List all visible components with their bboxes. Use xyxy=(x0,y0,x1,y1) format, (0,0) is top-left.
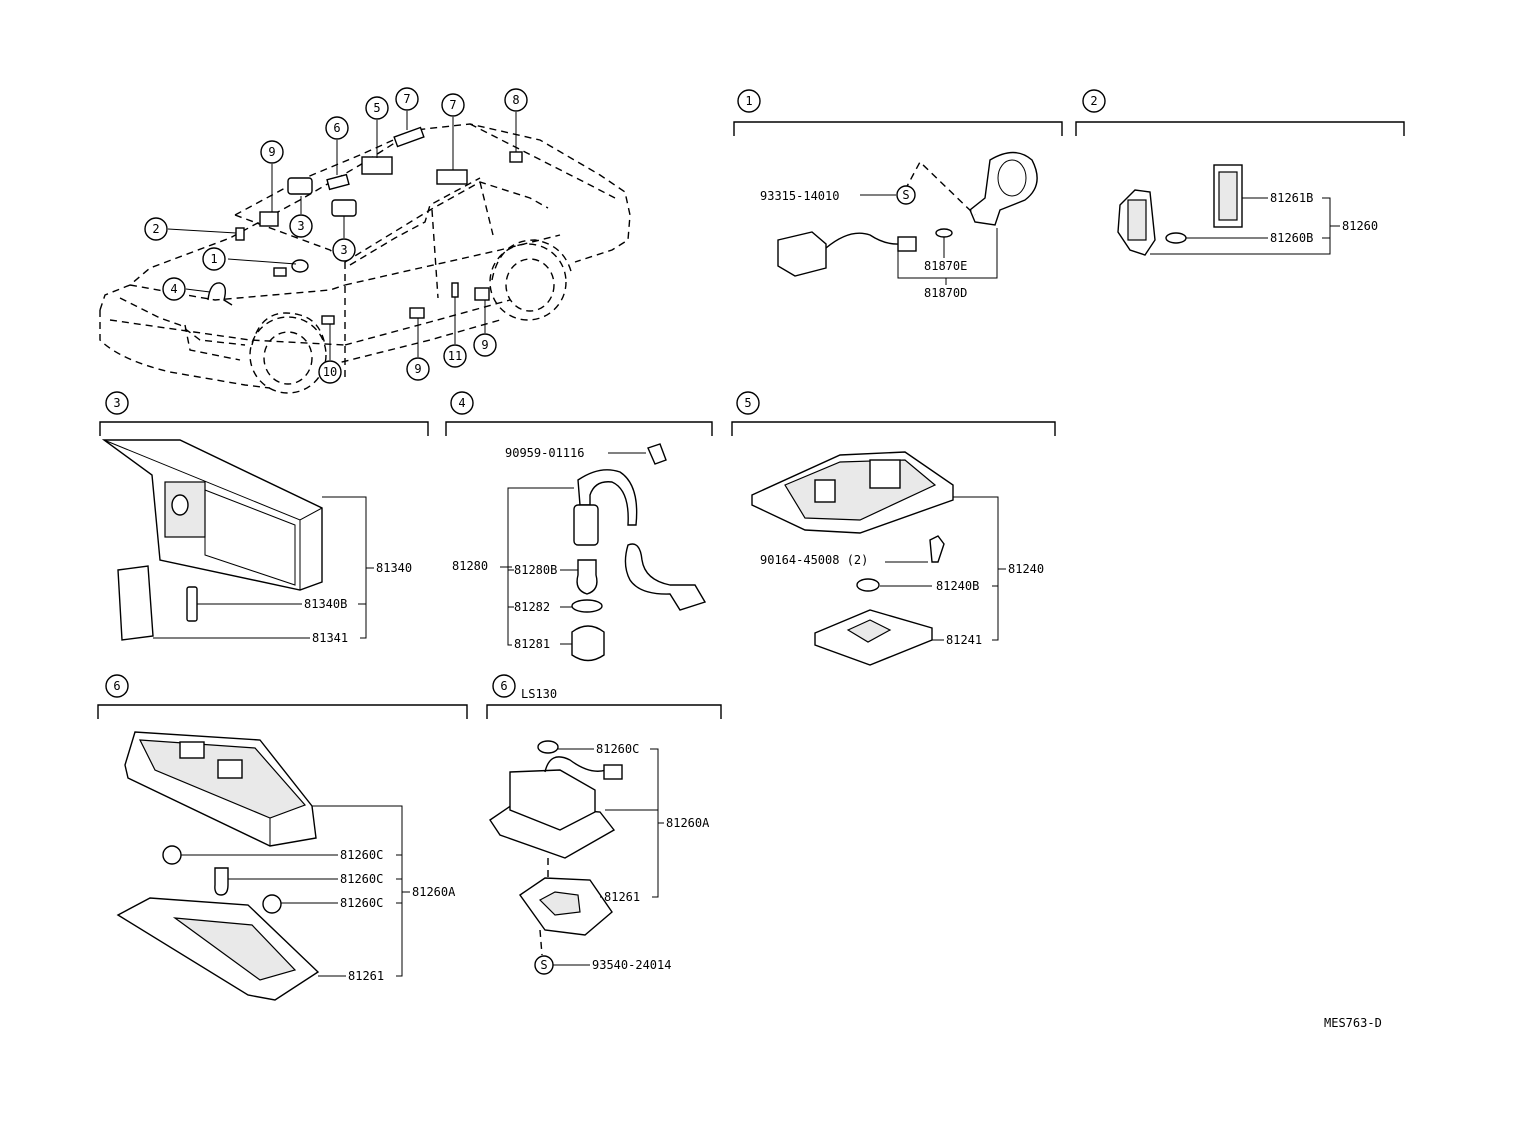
callout-number: 3 xyxy=(297,219,304,233)
part-81870E: 81870E xyxy=(924,259,967,273)
part-81260A-ls130: 81260A xyxy=(666,816,710,830)
section-6-ls130: 6 LS130 81260C S 93540-24014 81260A 8126… xyxy=(486,674,722,975)
car-callout-leaders xyxy=(167,111,517,360)
part-81260: 81260 xyxy=(1342,219,1378,233)
callout-number: 7 xyxy=(449,98,456,112)
callout-number: 11 xyxy=(448,349,462,363)
callout-number: 5 xyxy=(744,396,751,410)
car-overview-illustration xyxy=(99,123,631,394)
callout-number: S xyxy=(902,188,909,202)
callout-1: 1 xyxy=(202,247,226,271)
callout-number: 6 xyxy=(500,679,507,693)
part-81241: 81241 xyxy=(946,633,982,647)
variant-ls130: LS130 xyxy=(521,687,557,701)
part-81240: 81240 xyxy=(1008,562,1044,576)
part-81260C-a: 81260C xyxy=(340,848,383,862)
section-6: 6 81260C 81260C 81260C 81261 81260A xyxy=(97,674,468,1001)
part-90164-45008: 90164-45008 (2) xyxy=(760,553,868,567)
callout-number: 5 xyxy=(373,101,380,115)
car-callouts: 1 2 3 3 4 5 6 7 7 8 9 9 9 10 11 xyxy=(144,87,528,384)
callout-3a: 3 xyxy=(289,214,313,238)
callout-3b: 3 xyxy=(332,238,356,262)
callout-11: 11 xyxy=(443,344,467,368)
callout-number: 4 xyxy=(458,396,465,410)
callout-number: 2 xyxy=(1090,94,1097,108)
callout-number: 8 xyxy=(512,93,519,107)
callout-number: 7 xyxy=(403,92,410,106)
section-1: 1 S 93315-14010 81870E 81870D xyxy=(733,89,1063,300)
part-81260C: 81260C xyxy=(596,742,639,756)
part-81340B: 81340B xyxy=(304,597,347,611)
part-93315-14010: 93315-14010 xyxy=(760,189,839,203)
section-3: 3 81340B 81341 81340 xyxy=(99,391,429,645)
callout-7a: 7 xyxy=(395,87,419,111)
callout-number: 1 xyxy=(210,252,217,266)
callout-number: 1 xyxy=(745,94,752,108)
callout-number: 9 xyxy=(481,338,488,352)
callout-number: S xyxy=(540,958,547,972)
callout-9a: 9 xyxy=(260,140,284,164)
callout-6: 6 xyxy=(325,116,349,140)
callout-4: 4 xyxy=(162,277,186,301)
callout-9b: 9 xyxy=(406,357,430,381)
part-81260B: 81260B xyxy=(1270,231,1313,245)
section-2: 2 81261B 81260B 81260 xyxy=(1075,89,1405,256)
callout-7b: 7 xyxy=(441,93,465,117)
callout-8: 8 xyxy=(504,88,528,112)
part-81280: 81280 xyxy=(452,559,488,573)
section-4: 4 90959-01116 81280 81280B 81282 81281 xyxy=(445,391,713,662)
part-81261B: 81261B xyxy=(1270,191,1313,205)
callout-5: 5 xyxy=(365,96,389,120)
callout-9c: 9 xyxy=(473,333,497,357)
part-90959-01116: 90959-01116 xyxy=(505,446,584,460)
callout-number: 3 xyxy=(113,396,120,410)
part-81282: 81282 xyxy=(514,600,550,614)
part-81280B: 81280B xyxy=(514,563,557,577)
part-81281: 81281 xyxy=(514,637,550,651)
part-93540-24014: 93540-24014 xyxy=(592,958,671,972)
part-81870D: 81870D xyxy=(924,286,967,300)
callout-10: 10 xyxy=(318,360,342,384)
section-5: 5 90164-45008 (2) 81240B 81241 81240 xyxy=(731,391,1056,666)
part-81261: 81261 xyxy=(348,969,384,983)
callout-number: 3 xyxy=(340,243,347,257)
part-81240B: 81240B xyxy=(936,579,979,593)
part-81261-ls130: 81261 xyxy=(604,890,640,904)
callout-number: 2 xyxy=(152,222,159,236)
part-81340: 81340 xyxy=(376,561,412,575)
callout-number: 6 xyxy=(333,121,340,135)
callout-number: 10 xyxy=(323,365,337,379)
diagram-code: MES763-D xyxy=(1324,1016,1382,1030)
part-81260C-b: 81260C xyxy=(340,872,383,886)
callout-number: 9 xyxy=(268,145,275,159)
callout-number: 4 xyxy=(170,282,177,296)
callout-number: 9 xyxy=(414,362,421,376)
callout-2: 2 xyxy=(144,217,168,241)
callout-number: 6 xyxy=(113,679,120,693)
part-81260C-c: 81260C xyxy=(340,896,383,910)
part-81260A: 81260A xyxy=(412,885,456,899)
part-81341: 81341 xyxy=(312,631,348,645)
